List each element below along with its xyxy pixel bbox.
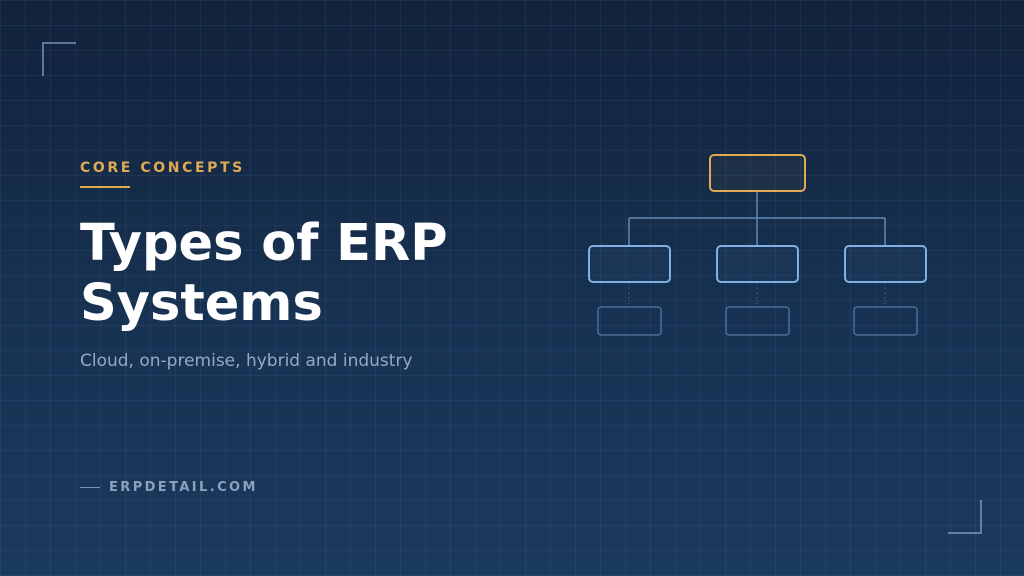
diagram-node-level3-right [853,306,918,336]
title-line-2: Systems [80,274,323,333]
diagram-node-level2-middle [716,245,799,283]
footer-brand: ERPDETAIL.COM [80,480,258,495]
eyebrow-label: CORE CONCEPTS [80,160,245,176]
slide-subtitle: Cloud, on-premise, hybrid and industry [80,351,413,371]
diagram-node-level2-right [844,245,927,283]
diagram-node-root [709,154,806,192]
diagram-node-level3-left [597,306,662,336]
corner-bracket-bottom-right [948,500,982,534]
corner-bracket-top-left [42,42,76,76]
diagram-node-level2-left [588,245,671,283]
eyebrow-underline [80,186,130,188]
footer-brand-text: ERPDETAIL.COM [109,480,258,495]
slide-title: Types of ERP Systems [80,214,550,334]
diagram-node-level3-middle [725,306,790,336]
title-line-1: Types of ERP [80,214,448,273]
footer-dash [80,487,100,488]
